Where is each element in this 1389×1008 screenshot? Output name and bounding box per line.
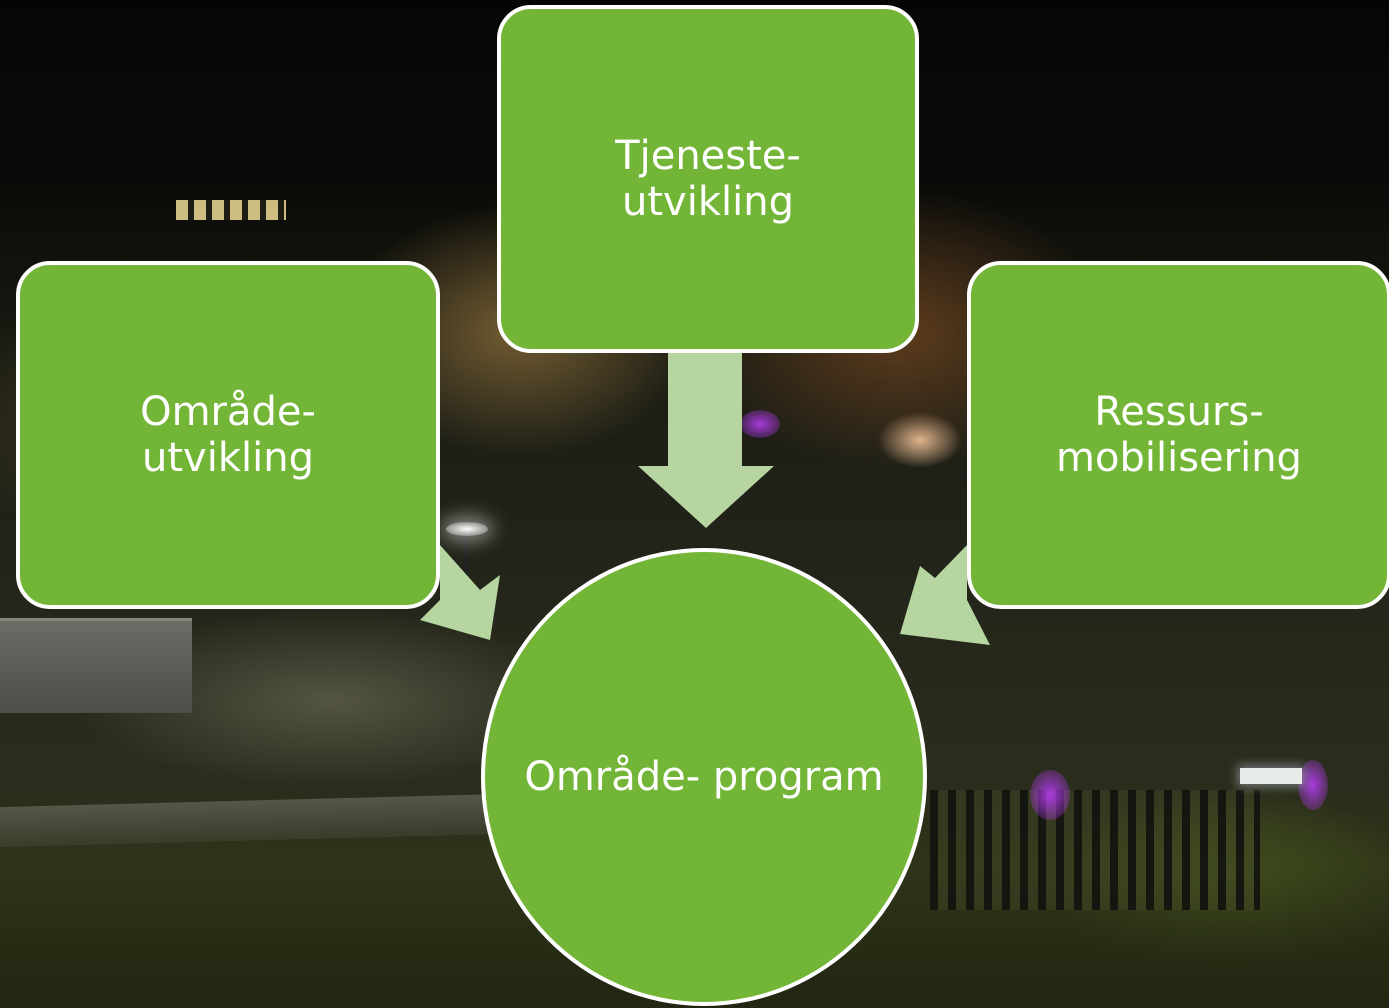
arrow-down-left-icon (900, 545, 990, 645)
background-house-windows (176, 200, 286, 220)
arrow-down-icon (638, 350, 774, 528)
background-fence (930, 790, 1260, 910)
node-label-line: utvikling (622, 179, 794, 225)
node-omradeutvikling: Område- utvikling (16, 261, 440, 609)
center-node-omradeprogram: Område- program (481, 548, 927, 1006)
background-purple-light (1030, 770, 1070, 820)
background-purple-light (740, 410, 780, 438)
background-shed (0, 618, 192, 713)
node-label-line: Område- (140, 389, 316, 435)
node-tjenesteutvikling: Tjeneste- utvikling (497, 5, 919, 353)
node-label-line: utvikling (142, 435, 314, 481)
center-label-line: Område- (524, 754, 701, 800)
background-lit-sign (1240, 768, 1302, 784)
arrow-down-right-icon (420, 545, 500, 640)
background-purple-light (1298, 760, 1328, 810)
node-label-line: Ressurs- (1094, 389, 1264, 435)
node-ressursmobilisering: Ressurs- mobilisering (967, 261, 1389, 609)
background-street-lamp (446, 522, 488, 536)
node-label-line: Tjeneste- (615, 133, 801, 179)
center-label-line: program (712, 754, 884, 800)
background-lamppost (464, 534, 469, 604)
node-label-line: mobilisering (1056, 435, 1302, 481)
